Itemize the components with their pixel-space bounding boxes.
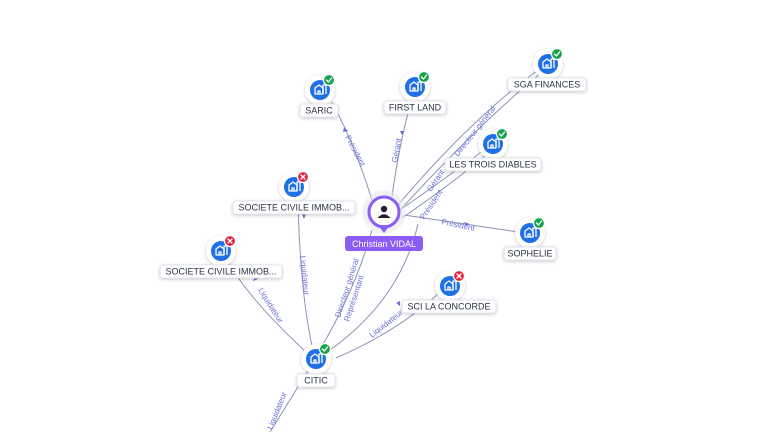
building-icon [288, 181, 301, 192]
company-nodes: SARIC FIRST LAND SGA FINANCES LES TROIS DIA… [159, 47, 587, 388]
building-icon [314, 84, 327, 95]
edge-label-bottom: Liquidateur [266, 390, 289, 430]
company-node-les-trois-diables[interactable]: LES TROIS DIABLES [444, 127, 542, 172]
edge-societe-civile-1 [297, 199, 313, 347]
company-label-box [159, 264, 283, 279]
building-icon [409, 81, 422, 92]
building-icon [487, 138, 500, 149]
inactive-cross-icon [296, 170, 310, 184]
company-label-box [383, 100, 447, 115]
company-node-societe-civile-1[interactable]: SOCIETE CIVILE IMMOB... [232, 170, 356, 215]
company-label: FIRST LAND [389, 103, 442, 113]
company-node-societe-civile-2[interactable]: SOCIETE CIVILE IMMOB... [159, 234, 283, 279]
edge-label-saric: Président [343, 134, 367, 169]
active-check-icon [495, 127, 509, 141]
active-check-icon [322, 73, 336, 87]
active-check-icon [318, 342, 332, 356]
edge-label-sc1: Liquidateur [298, 255, 311, 296]
company-node-sophelie[interactable]: SOPHELIE [503, 216, 557, 261]
person-icon [377, 205, 391, 218]
company-label-box [401, 299, 497, 314]
edge-label-first-land: Gérant [390, 137, 403, 163]
company-label-box [232, 200, 356, 215]
arrow-first-land [400, 131, 404, 135]
active-check-icon [417, 70, 431, 84]
edge-label-sophelie: Président [441, 217, 477, 233]
company-label-box [299, 103, 339, 118]
person-pin [378, 225, 390, 233]
edge-labels: Président Gérant Directeur général Géran… [256, 104, 497, 431]
person-node[interactable]: Christian VIDAL [345, 190, 423, 251]
company-node-citic[interactable]: CITIC [296, 342, 336, 388]
person-label-box [345, 236, 423, 251]
company-label: CITIC [304, 376, 328, 386]
building-icon [542, 58, 555, 69]
company-node-sga-finances[interactable]: SGA FINANCES [507, 47, 587, 92]
person-label: Christian VIDAL [352, 239, 416, 249]
company-node-sci-la-concorde[interactable]: SCI LA CONCORDE [401, 269, 497, 314]
company-label: SGA FINANCES [514, 80, 581, 90]
active-check-icon [532, 216, 546, 230]
inactive-cross-icon [452, 269, 466, 283]
building-icon [444, 280, 457, 291]
company-label: SOPHELIE [507, 249, 552, 259]
active-check-icon [550, 47, 564, 61]
company-label: SOCIETE CIVILE IMMOB... [238, 203, 349, 213]
building-icon [215, 245, 228, 256]
company-node-first-land[interactable]: FIRST LAND [383, 70, 447, 115]
company-label-box [507, 77, 587, 92]
arrow-saric [343, 127, 348, 132]
company-label-box [503, 246, 557, 261]
company-node-saric[interactable]: SARIC [299, 73, 339, 118]
company-label: SOCIETE CIVILE IMMOB... [165, 267, 276, 277]
arrow-concorde [396, 301, 400, 306]
company-label: SARIC [305, 106, 333, 116]
company-label-box [296, 373, 336, 388]
company-label: SCI LA CONCORDE [407, 302, 490, 312]
building-icon [310, 353, 323, 364]
building-icon [524, 227, 537, 238]
arrow-sc1 [302, 214, 306, 219]
company-label: LES TROIS DIABLES [449, 160, 536, 170]
arrow-sophelie [464, 222, 470, 226]
inactive-cross-icon [223, 234, 237, 248]
edge-les-trois-diables [399, 149, 485, 211]
company-label-box [444, 157, 542, 172]
